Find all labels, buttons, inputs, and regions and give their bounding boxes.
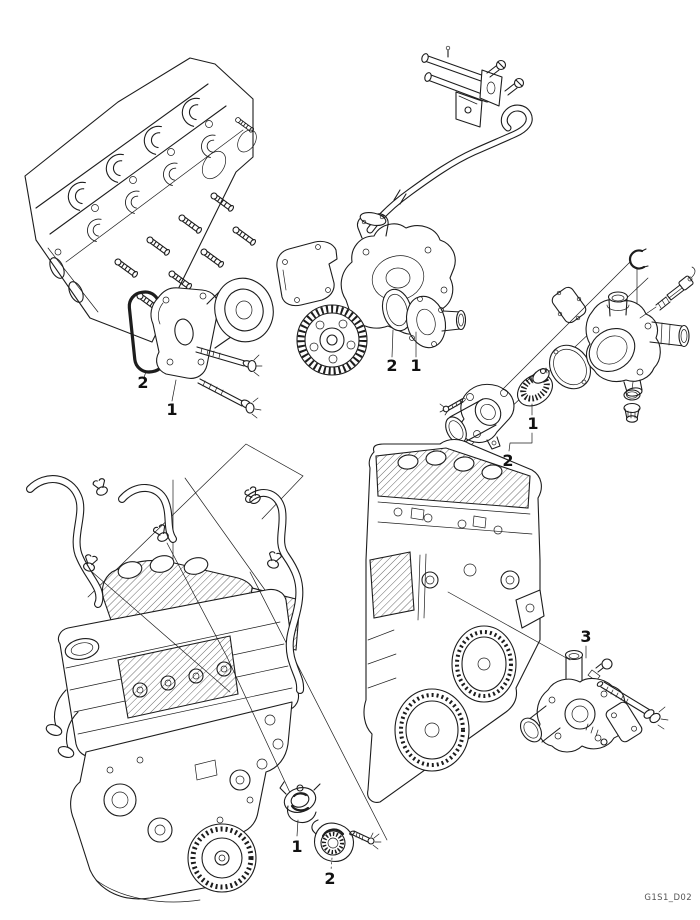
retaining-clip <box>628 248 649 308</box>
engine-side-view <box>363 438 545 803</box>
callout-thermostat: 1 <box>527 414 539 433</box>
engine-thermostat-part <box>279 781 321 837</box>
outlet-mounting-bolt <box>596 681 669 730</box>
coolant-outlet-housing <box>519 649 643 753</box>
water-pump-inlet-gasket <box>276 240 338 307</box>
engine-front-assembly <box>45 555 301 903</box>
drain-plug <box>623 381 641 423</box>
callout-bracket <box>508 432 533 452</box>
coolant-temp-sensor <box>639 266 696 319</box>
pump-gasket-leader <box>391 329 394 358</box>
hose-clamp <box>265 550 283 570</box>
figure-code: G1S1_D02 <box>644 893 692 903</box>
callout-head-housing: 1 <box>166 400 178 419</box>
square-gasket <box>551 286 587 324</box>
cap-bolt <box>349 830 382 850</box>
round-gasket <box>548 344 592 390</box>
callout-pump-body: 1 <box>410 356 422 375</box>
exhaust-stubs <box>45 689 79 758</box>
water-pump-pulley <box>296 304 368 376</box>
callout-engine-cap: 2 <box>324 869 336 888</box>
callout-pump-gasket: 2 <box>386 356 398 375</box>
thermostat-housing <box>585 291 690 397</box>
callout-coolant-outlet: 3 <box>580 627 592 646</box>
pipe-bracket <box>455 91 483 128</box>
hose-clamp <box>243 485 263 507</box>
cylinder-head <box>24 57 258 343</box>
outlet-bolt <box>439 397 466 416</box>
coolant-pipe <box>366 45 533 234</box>
thermostat <box>517 367 553 416</box>
callout-engine-thermostat: 1 <box>291 837 303 856</box>
pipe-screws <box>486 59 525 96</box>
outlet-leader <box>447 591 571 661</box>
bypass-hoses <box>26 475 305 694</box>
head-thermostat-housing <box>150 277 274 402</box>
thermostat-cap-part <box>311 819 355 871</box>
head-housing-bolts <box>195 346 263 419</box>
callout-thermostat-assembly: 2 <box>502 451 514 470</box>
water-outlet <box>445 383 515 450</box>
callout-head-gasket: 2 <box>137 373 149 392</box>
crank-pulley <box>187 823 257 893</box>
hose-clamp <box>91 477 110 498</box>
water-pump-oring <box>381 288 413 332</box>
leader-lines-left <box>90 542 388 841</box>
